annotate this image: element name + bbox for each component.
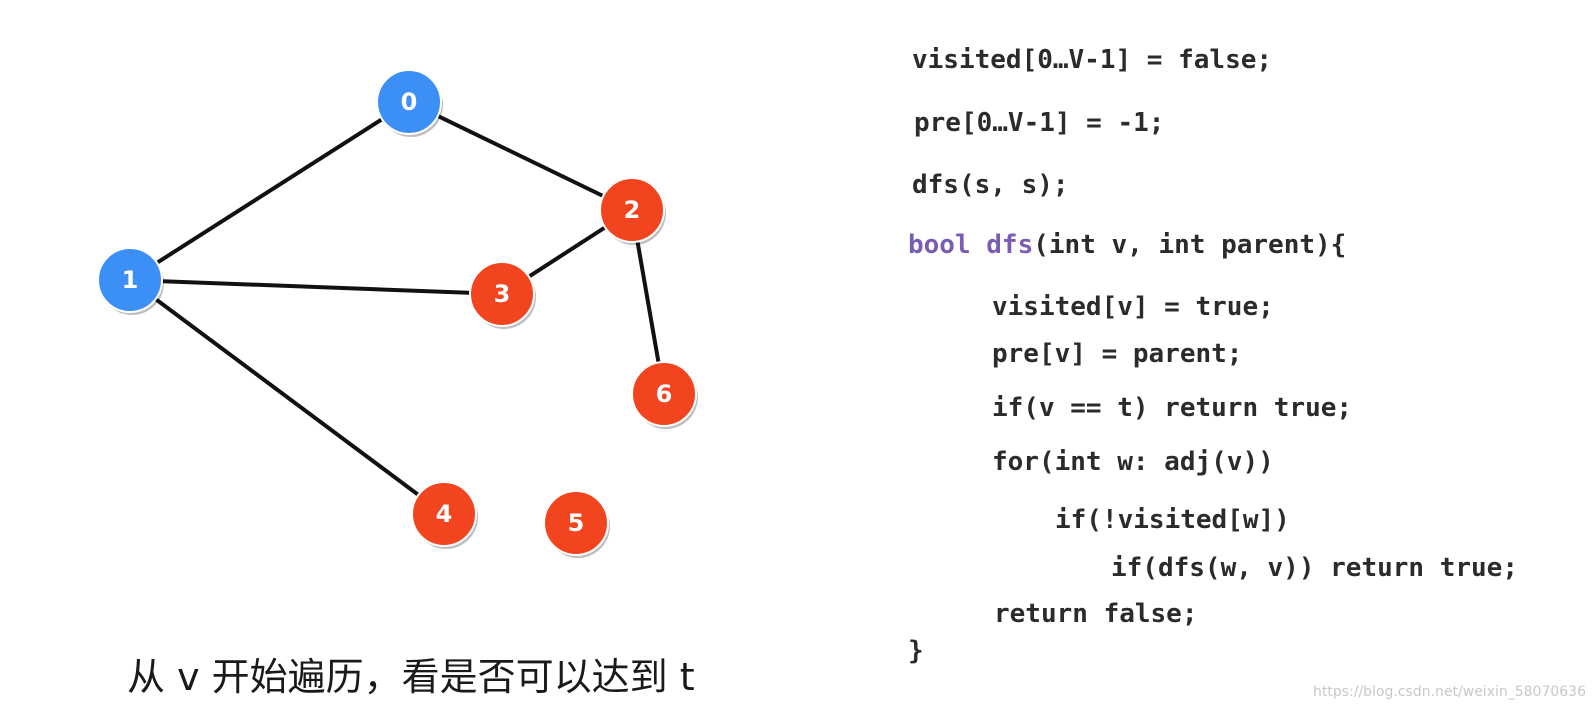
code-line-7: if(v == t) return true; [992,393,1353,423]
edge-0-2 [408,100,633,212]
node-4-label: 4 [436,500,453,528]
node-3-label: 3 [494,280,511,308]
node-1: 1 [97,247,164,315]
node-5: 5 [543,490,610,558]
node-0-label: 0 [401,88,418,116]
code-line-6: pre[v] = parent; [992,339,1243,369]
node-5-label: 5 [568,509,585,537]
code-line-4: bool dfs(int v, int parent){ [908,230,1346,260]
node-4: 4 [411,481,478,549]
node-6-label: 6 [656,380,673,408]
node-0-circle [376,69,442,135]
code-line-8: for(int w: adj(v)) [992,447,1274,477]
node-3: 3 [469,261,536,329]
edge-1-3 [129,278,503,296]
code-line-12: } [908,636,924,666]
code-line-9: if(!visited[w]) [1055,505,1290,535]
node-6-circle [631,361,697,427]
graph-edges [128,100,666,516]
keyword-dfs: dfs [986,230,1034,260]
keyword-bool: bool [908,230,971,260]
graph-nodes: 0 1 2 3 4 5 6 [97,69,698,558]
node-0: 0 [376,69,443,137]
watermark-text: https://blog.csdn.net/weixin_58070636 [1312,684,1586,700]
node-2: 2 [599,177,666,245]
code-line-10: if(dfs(w, v)) return true; [1111,553,1518,583]
code-line-1: visited[0…V-1] = false; [912,45,1273,75]
edge-0-1 [128,100,411,282]
node-1-circle [97,247,163,313]
code-line-4-rest: (int v, int parent){ [1033,230,1347,260]
node-6: 6 [631,361,698,429]
node-3-circle [469,261,535,327]
code-line-5: visited[v] = true; [992,292,1274,322]
code-line-3: dfs(s, s); [912,170,1069,200]
node-5-circle [543,490,609,556]
node-2-circle [599,177,665,243]
node-4-circle [411,481,477,547]
caption-text: 从 v 开始遍历，看是否可以达到 t [127,655,695,699]
code-line-2: pre[0…V-1] = -1; [914,108,1165,138]
graph-diagram: 0 1 2 3 4 5 6 [97,69,698,558]
node-2-label: 2 [624,196,641,224]
edge-1-4 [128,278,446,516]
code-line-11: return false; [994,599,1198,629]
node-1-label: 1 [122,266,139,294]
